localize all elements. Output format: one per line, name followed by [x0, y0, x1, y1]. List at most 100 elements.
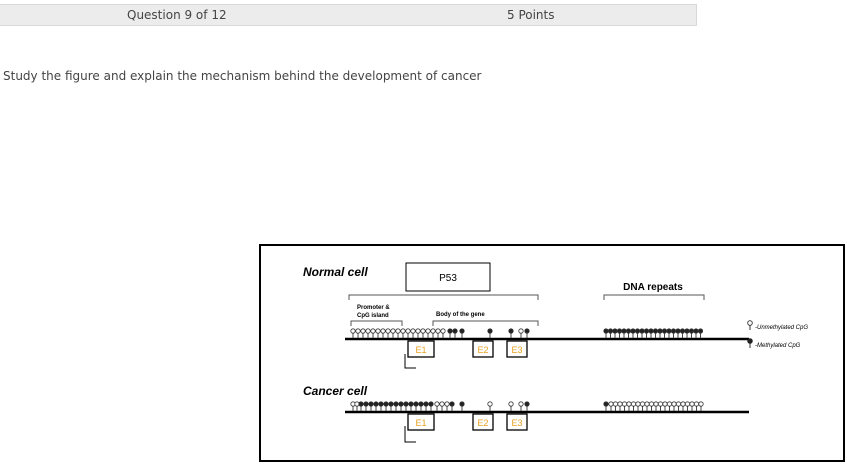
methylated-cpg-icon: [603, 328, 609, 334]
exon-label: E2: [477, 418, 488, 428]
unmethylated-cpg-icon: [698, 401, 704, 407]
unmethylated-cpg-icon: [608, 401, 614, 407]
unmethylated-cpg-icon: [444, 401, 450, 407]
question-number: Question 9 of 12: [127, 8, 227, 22]
unmethylated-cpg-icon: [410, 328, 416, 334]
dna-repeats-label: DNA repeats: [623, 282, 683, 293]
unmethylated-cpg-icon: [680, 401, 686, 407]
exon-label: E3: [511, 345, 522, 355]
unmethylated-cpg-icon: [375, 328, 381, 334]
exon-label: E1: [415, 418, 426, 428]
question-points: 5 Points: [507, 8, 555, 22]
methylated-cpg-icon: [524, 401, 530, 407]
methylated-cpg-icon: [643, 328, 650, 334]
methylated-cpg-icon: [625, 328, 632, 334]
methylated-cpg-icon: [747, 338, 753, 344]
methylated-cpg-icon: [373, 401, 379, 407]
methylated-cpg-icon: [398, 401, 404, 407]
exon-box: [407, 413, 435, 431]
methylated-cpg-icon: [693, 328, 699, 334]
unmethylated-cpg-icon: [430, 328, 436, 334]
methylated-cpg-icon: [607, 328, 614, 334]
methylated-cpg-icon: [413, 401, 419, 407]
legend-unmethylated-text: -Unmethylated CpG: [755, 325, 808, 331]
promoter-bracket: [350, 320, 403, 326]
exon-label: E2: [477, 345, 488, 355]
unmethylated-cpg-icon: [370, 328, 376, 334]
unmethylated-cpg-icon: [439, 401, 445, 407]
unmethylated-cpg-icon: [617, 401, 623, 407]
exon-label: E1: [415, 345, 426, 355]
unmethylated-cpg-icon: [400, 328, 406, 334]
question-header-bar: Question 9 of 12 5 Points: [0, 4, 697, 26]
methylated-cpg-icon: [630, 328, 636, 334]
methylated-cpg-icon: [423, 401, 429, 407]
question-prompt: Study the figure and explain the mechani…: [3, 69, 482, 83]
normal-tss-arrow: [404, 354, 416, 369]
unmethylated-cpg-icon: [380, 328, 386, 334]
methylated-cpg-icon: [459, 401, 465, 407]
methylated-cpg-icon: [358, 401, 364, 407]
gene-bracket: [348, 294, 539, 300]
methylated-cpg-icon: [670, 328, 677, 334]
cancer-cpg-sites: [350, 401, 704, 411]
unmethylated-cpg-icon: [395, 328, 401, 334]
exon-box: [407, 340, 435, 358]
methylated-cpg-icon: [634, 328, 641, 334]
body-bracket: [432, 320, 539, 326]
methylated-cpg-icon: [487, 328, 493, 334]
unmethylated-cpg-icon: [355, 328, 361, 334]
unmethylated-cpg-icon: [360, 328, 366, 334]
figure-image: Normal cell P53 DNA repeats Promoter & C…: [259, 244, 845, 462]
methylated-cpg-icon: [418, 401, 424, 407]
legend-methylated-text: -Methylated CpG: [755, 343, 801, 349]
methylated-cpg-icon: [697, 328, 704, 334]
methylated-cpg-icon: [679, 328, 686, 334]
cpg-methylation-diagram: Normal cell P53 DNA repeats Promoter & C…: [303, 262, 808, 443]
unmethylated-cpg-icon: [693, 401, 700, 407]
unmethylated-cpg-icon: [487, 401, 493, 407]
normal-exons: E1 E2 E3: [407, 340, 528, 358]
exon-label: E3: [511, 418, 522, 428]
legend-methylated: -Methylated CpG: [747, 338, 801, 349]
methylated-cpg-icon: [648, 328, 654, 334]
methylated-cpg-icon: [383, 401, 389, 407]
methylated-cpg-icon: [428, 401, 434, 407]
exon-box: [506, 340, 528, 358]
unmethylated-cpg-icon: [365, 328, 371, 334]
exon-box: [506, 413, 528, 431]
unmethylated-cpg-icon: [415, 328, 421, 334]
cancer-cell-label: Cancer cell: [303, 384, 368, 398]
normal-cpg-sites: [350, 328, 704, 338]
methylated-cpg-icon: [612, 328, 618, 334]
methylated-cpg-icon: [447, 328, 453, 334]
unmethylated-cpg-icon: [518, 328, 524, 334]
unmethylated-cpg-icon: [684, 401, 691, 407]
unmethylated-cpg-icon: [689, 401, 695, 407]
unmethylated-cpg-icon: [434, 401, 440, 407]
methylated-cpg-icon: [675, 328, 681, 334]
cancer-tss-arrow: [404, 426, 416, 443]
methylated-cpg-icon: [621, 328, 627, 334]
methylated-cpg-icon: [393, 401, 399, 407]
unmethylated-cpg-icon: [635, 401, 641, 407]
unmethylated-cpg-icon: [385, 328, 391, 334]
unmethylated-cpg-icon: [653, 401, 659, 407]
unmethylated-cpg-icon: [662, 401, 668, 407]
methylated-cpg-icon: [639, 328, 645, 334]
unmethylated-cpg-icon: [425, 328, 431, 334]
unmethylated-cpg-icon: [671, 401, 677, 407]
unmethylated-cpg-icon: [648, 401, 655, 407]
unmethylated-cpg-icon: [350, 328, 356, 334]
methylated-cpg-icon: [616, 328, 623, 334]
methylated-cpg-icon: [459, 328, 465, 334]
methylated-cpg-icon: [508, 328, 514, 334]
methylated-cpg-icon: [688, 328, 695, 334]
unmethylated-cpg-icon: [675, 401, 682, 407]
unmethylated-cpg-icon: [518, 401, 524, 407]
unmethylated-cpg-icon: [630, 401, 637, 407]
methylated-cpg-icon: [652, 328, 659, 334]
methylated-cpg-icon: [378, 401, 384, 407]
unmethylated-cpg-icon: [612, 401, 619, 407]
exon-box: [472, 413, 494, 431]
